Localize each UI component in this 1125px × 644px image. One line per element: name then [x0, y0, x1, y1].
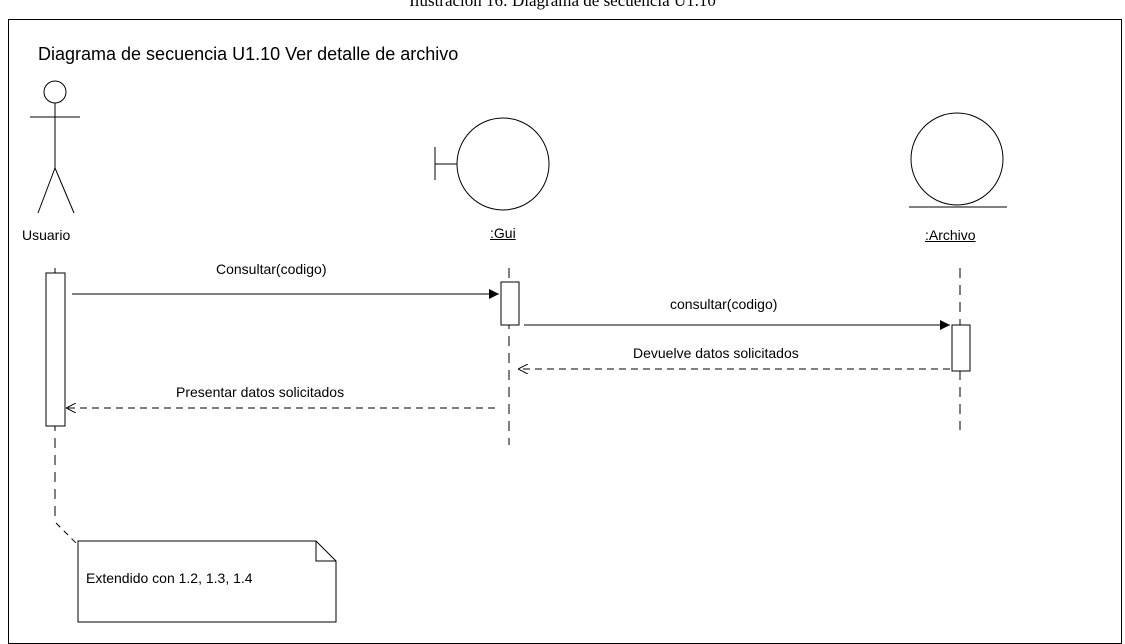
actor-gui-label: :Gui — [490, 225, 516, 241]
diagram-title: Diagrama de secuencia U1.10 Ver detalle … — [38, 44, 459, 64]
gui-boundary-icon — [434, 117, 550, 211]
archivo-entity-icon — [909, 112, 1007, 208]
note-shape — [77, 540, 337, 623]
figure-caption: Ilustración 16: Diagrama de secuencia U1… — [409, 0, 716, 10]
note-text: Extendido con 1.2, 1.3, 1.4 — [86, 570, 253, 586]
message-label-3: Devuelve datos solicitados — [633, 345, 799, 361]
message-label-2: consultar(codigo) — [670, 296, 778, 312]
actor-usuario-figure — [30, 80, 80, 214]
note-anchor — [55, 522, 77, 544]
activation-archivo — [951, 324, 971, 372]
activation-gui — [500, 281, 520, 326]
actor-usuario-label: Usuario — [22, 227, 71, 243]
actor-archivo-label: :Archivo — [925, 227, 976, 243]
message-label-1: Consultar(codigo) — [216, 261, 327, 277]
message-label-4: Presentar datos solicitados — [176, 384, 345, 400]
activation-usuario — [45, 272, 66, 427]
